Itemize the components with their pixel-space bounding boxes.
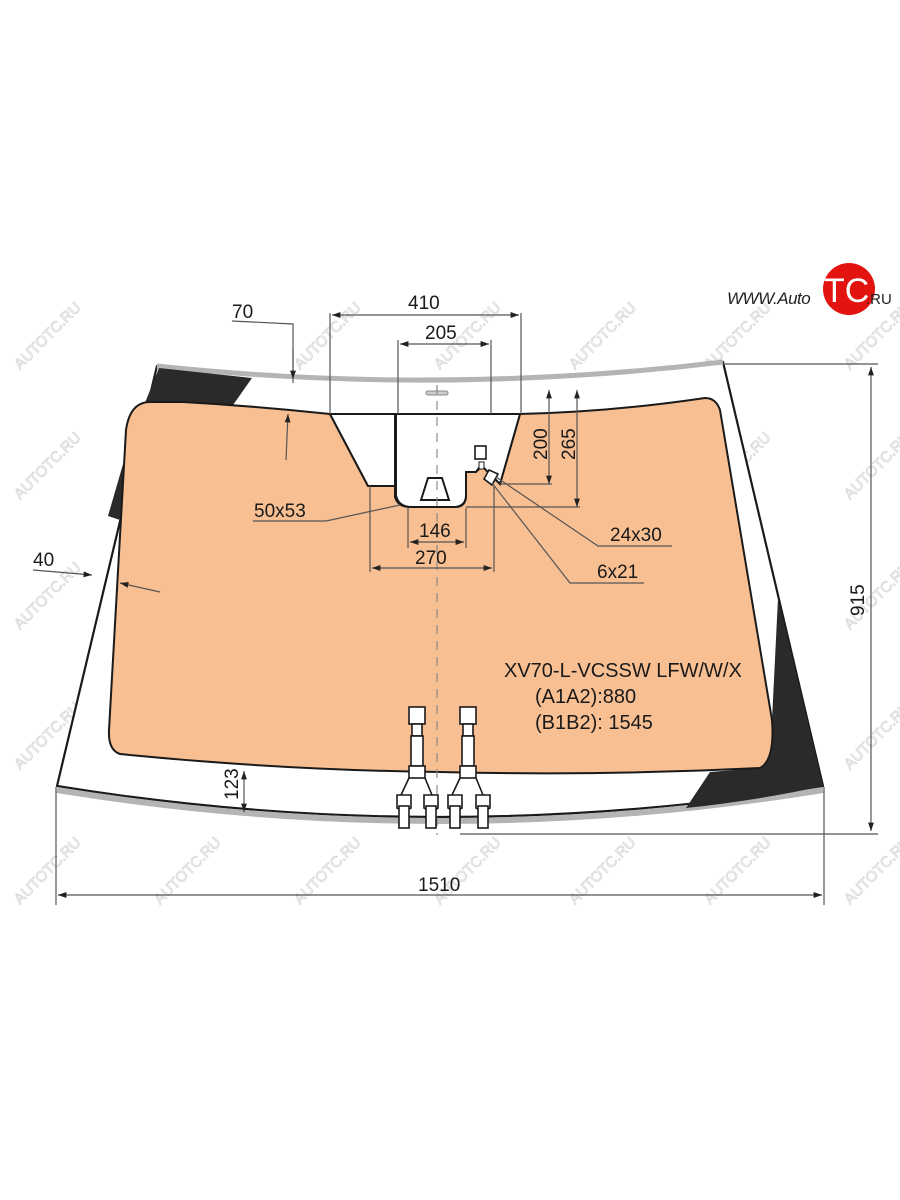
dim-200: 200 bbox=[531, 428, 552, 460]
watermark: AUTOTC.RU bbox=[566, 834, 640, 908]
dim-6x21: 6x21 bbox=[597, 562, 638, 583]
autotc-logo: WWW.Auto TC .RU bbox=[727, 263, 892, 315]
ceramic-frit-bottom-right bbox=[686, 598, 823, 808]
heating-connectors bbox=[396, 706, 491, 829]
watermark: AUTOTC.RU bbox=[151, 834, 225, 908]
part-a1a2: (A1A2):880 bbox=[535, 686, 636, 708]
logo-badge-text: TC bbox=[824, 272, 869, 310]
watermark: AUTOTC.RU bbox=[11, 834, 85, 908]
watermark: AUTOTC.RU bbox=[11, 299, 85, 373]
bottom-molding bbox=[56, 787, 824, 824]
watermark: AUTOTC.RU bbox=[841, 834, 900, 908]
rain-sensor-icon bbox=[474, 445, 487, 460]
part-b1b2: (B1B2): 1545 bbox=[535, 712, 653, 734]
watermark: AUTOTC.RU bbox=[291, 834, 365, 908]
watermark: AUTOTC.RU bbox=[566, 299, 640, 373]
part-code: XV70-L-VCSSW LFW/W/X bbox=[504, 660, 742, 682]
dim-915: 915 bbox=[848, 584, 869, 616]
dim-40: 40 bbox=[33, 550, 54, 571]
mirror-mount-icon bbox=[419, 477, 451, 501]
dim-410: 410 bbox=[408, 293, 440, 314]
dim-146: 146 bbox=[419, 521, 451, 542]
sensor-diamond-icon bbox=[482, 468, 500, 487]
watermark: AUTOTC.RU bbox=[11, 429, 85, 503]
dim-24x30: 24x30 bbox=[610, 525, 662, 546]
watermark: AUTOTC.RU bbox=[431, 834, 505, 908]
logo-badge-circle bbox=[823, 263, 875, 315]
dim-265: 265 bbox=[559, 428, 580, 460]
dim-1510: 1510 bbox=[418, 875, 460, 896]
dimension-lines bbox=[32, 312, 878, 905]
dim-50x53: 50x53 bbox=[254, 501, 306, 522]
logo-prefix: WWW.Auto bbox=[727, 289, 810, 308]
sensor-pin-icon bbox=[478, 461, 485, 470]
watermark: AUTOTC.RU bbox=[291, 299, 365, 373]
dim-123: 123 bbox=[222, 768, 243, 800]
dim-270: 270 bbox=[415, 548, 447, 569]
top-molding bbox=[156, 359, 724, 383]
watermark: AUTOTC.RU bbox=[701, 834, 775, 908]
logo-suffix: .RU bbox=[866, 291, 892, 308]
dim-70: 70 bbox=[232, 302, 253, 323]
dim-205: 205 bbox=[425, 323, 457, 344]
